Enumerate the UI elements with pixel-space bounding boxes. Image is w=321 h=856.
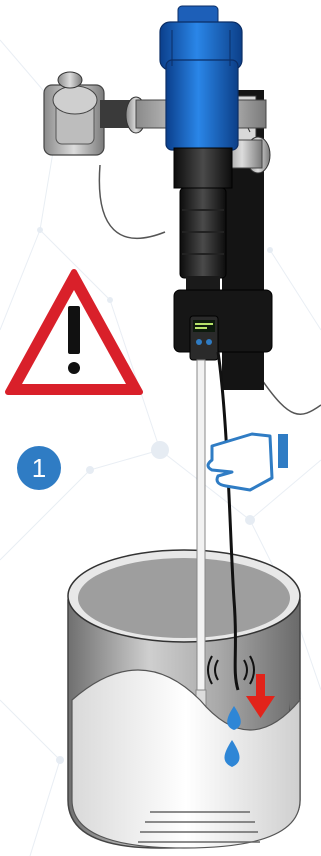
- step-number-badge: 1: [17, 446, 61, 490]
- suction-tube: [197, 360, 205, 690]
- dosing-pump-head: [160, 6, 242, 150]
- pump-lower-body: [174, 148, 232, 292]
- controller-unit: [174, 290, 272, 360]
- valve-cable: [99, 165, 165, 238]
- gloved-hand-icon: [208, 434, 288, 490]
- sensor-cable: [262, 380, 321, 414]
